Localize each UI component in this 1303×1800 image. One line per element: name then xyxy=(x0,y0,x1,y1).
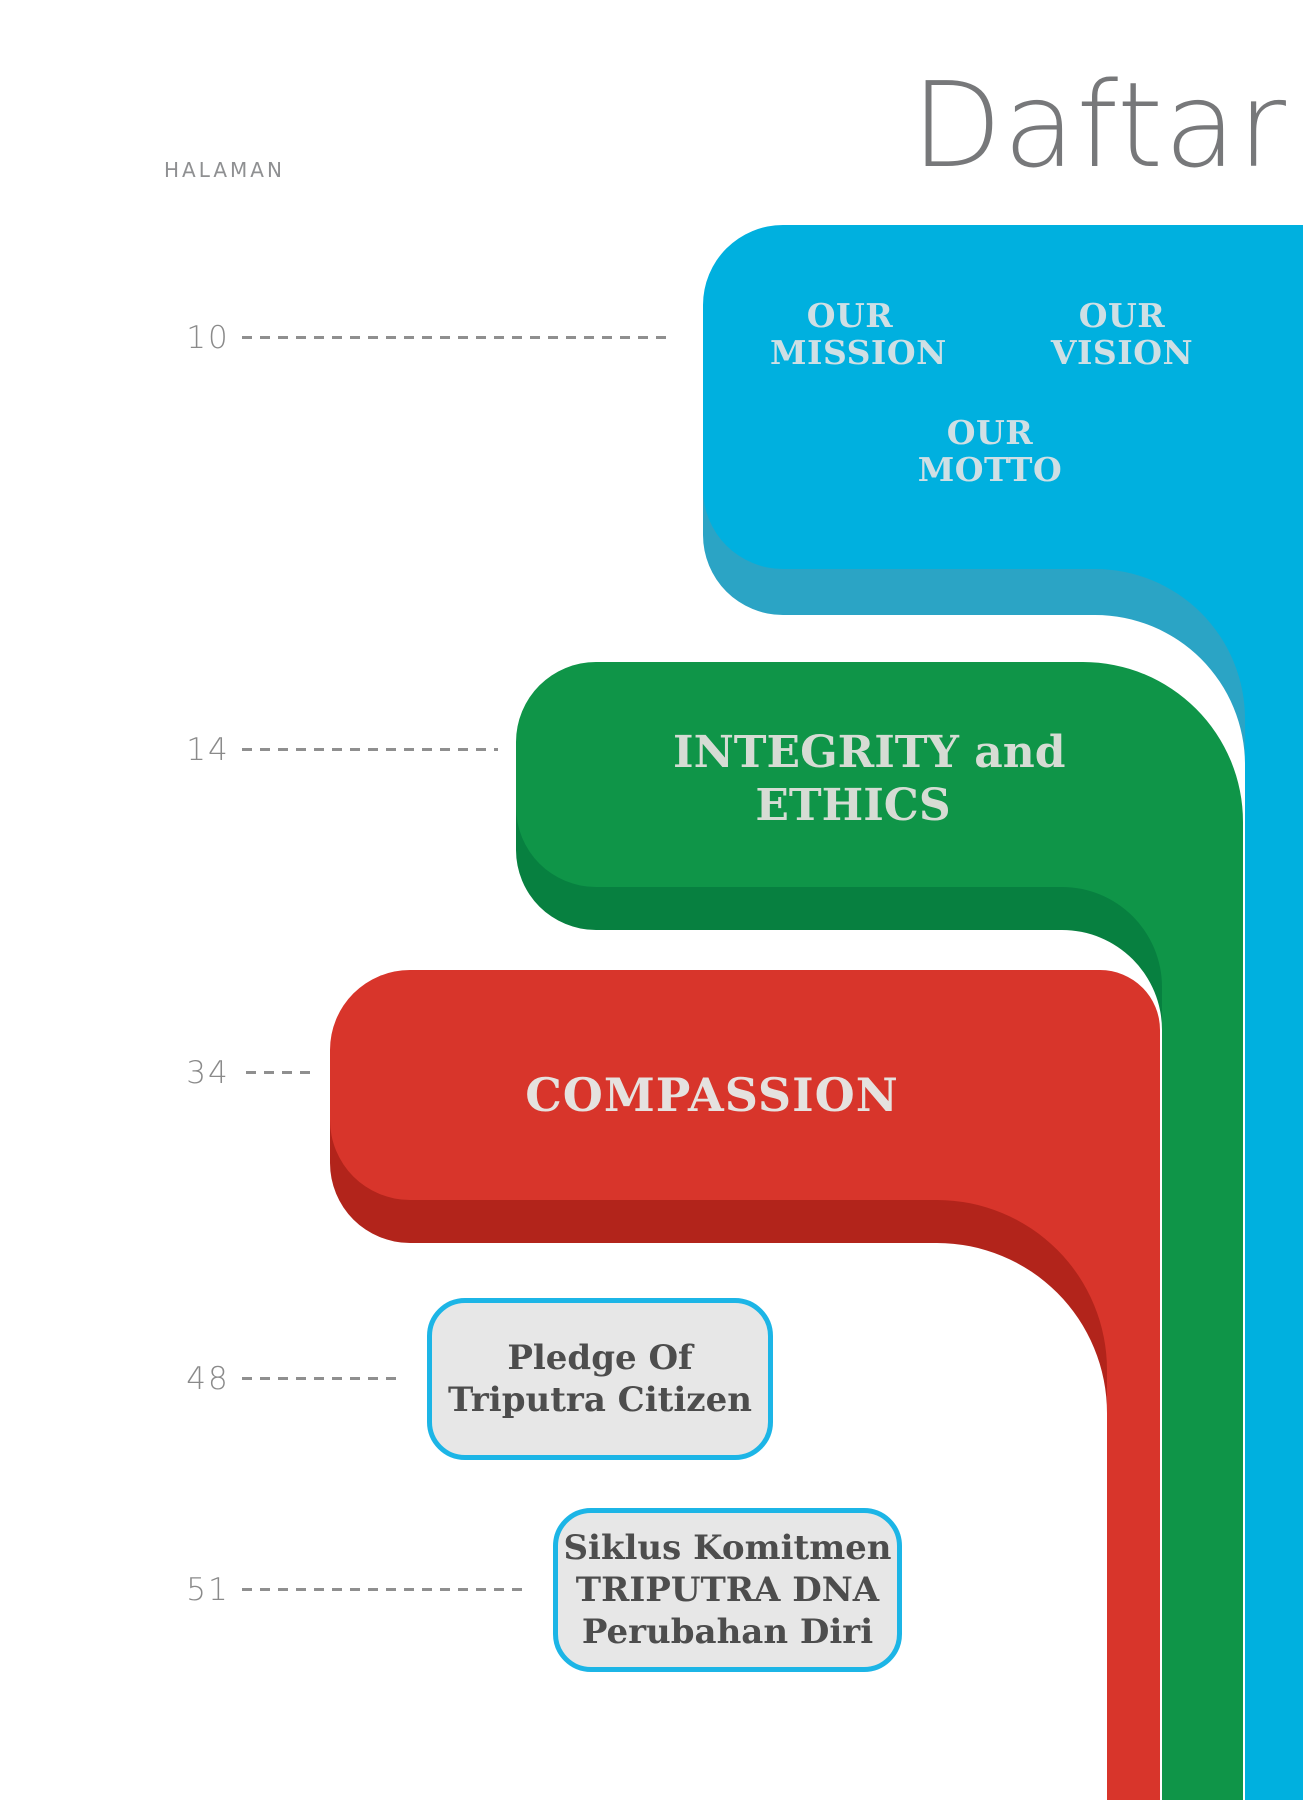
red-pipe xyxy=(330,970,1160,1800)
integrity-line-1: INTEGRITY and xyxy=(673,727,1066,778)
siklus-card-line-3: Perubahan Diri xyxy=(581,1612,874,1652)
page-number-compassion: 34 xyxy=(186,1055,230,1091)
siklus-card-line-2: TRIPUTRA DNA xyxy=(575,1570,880,1610)
dotted-leader-siklus xyxy=(242,1588,522,1591)
section-label-our-motto: OUR MOTTO xyxy=(917,413,1063,489)
pledge-card-line-1: Pledge Of xyxy=(507,1338,693,1378)
section-label-our-vision: OUR VISION xyxy=(1050,296,1194,372)
dotted-leader-pledge xyxy=(242,1377,396,1380)
page-title: Daftar xyxy=(911,56,1287,194)
section-label-compassion: COMPASSION xyxy=(525,1068,899,1122)
page-number-pledge: 48 xyxy=(186,1361,230,1397)
section-label-our-mission: OUR MISSION xyxy=(770,296,947,372)
dotted-leader-mission xyxy=(242,336,672,339)
siklus-card-line-1: Siklus Komitmen xyxy=(563,1528,892,1568)
blue-pipe xyxy=(703,225,1303,1800)
page-number-mission: 10 xyxy=(186,320,230,356)
page-number-integrity: 14 xyxy=(186,732,230,768)
red-pipe-shadow xyxy=(330,1013,1160,1800)
page-number-siklus: 51 xyxy=(186,1572,230,1608)
green-pipe xyxy=(516,662,1243,1800)
dotted-leader-integrity xyxy=(242,748,498,751)
integrity-line-2: ETHICS xyxy=(755,780,951,831)
column-label-halaman: HALAMAN xyxy=(164,158,285,182)
pledge-card-line-2: Triputra Citizen xyxy=(448,1380,752,1420)
pledge-card: Pledge Of Triputra Citizen xyxy=(427,1298,773,1460)
siklus-card: Siklus Komitmen TRIPUTRA DNA Perubahan D… xyxy=(553,1508,902,1672)
dotted-leader-compassion xyxy=(246,1071,318,1074)
section-label-integrity-ethics: INTEGRITY and ETHICS xyxy=(673,726,1066,832)
